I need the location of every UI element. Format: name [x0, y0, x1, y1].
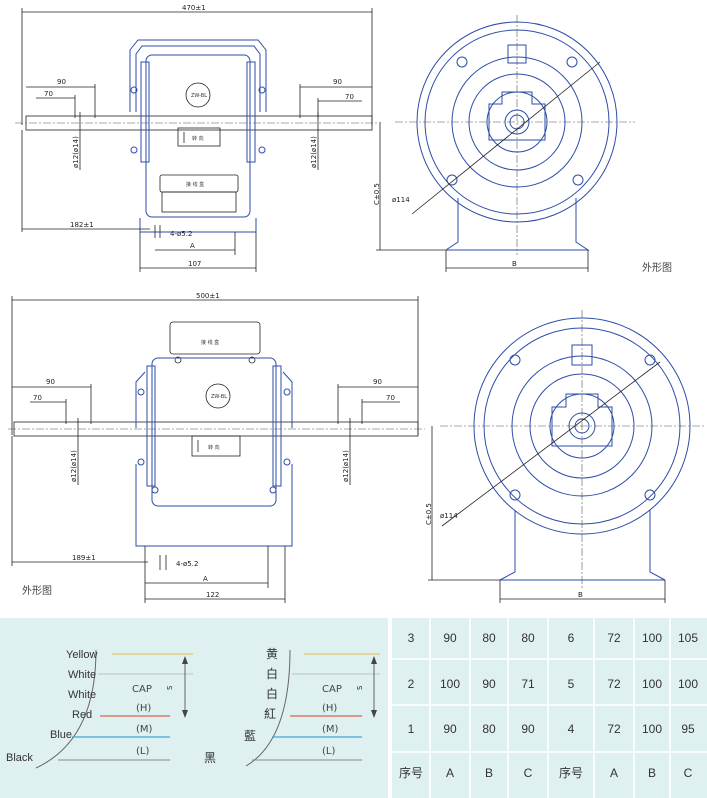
- d2-caption: 外形图: [22, 585, 52, 597]
- table-cell-r2-c0: 1: [408, 722, 415, 736]
- table-cell-r3-c3: C: [524, 766, 533, 780]
- table-cell-r3-c5: A: [610, 766, 618, 780]
- table-cell-r0-c6: 100: [642, 631, 662, 645]
- wiring-diagram-english: Yellow White White Red Blue Black CAP (H…: [6, 649, 193, 769]
- table-cell-r1-c7: 100: [678, 677, 698, 691]
- d2-holes: 4-ø5.2: [176, 560, 198, 568]
- d1-plate-arrow: 转 向: [192, 135, 204, 142]
- d1-dim-a: A: [190, 242, 195, 250]
- table-cell-r1-c6: 100: [642, 677, 662, 691]
- d1-right-70: 70: [345, 93, 354, 101]
- table-cell-r3-c7: C: [684, 766, 693, 780]
- wire-label-en-5: Black: [6, 752, 33, 764]
- d1-holes: 4-ø5.2: [170, 230, 192, 238]
- table-cell-r2-c3: 90: [521, 722, 535, 736]
- s-label-zh: S: [356, 685, 364, 690]
- d2-left-70: 70: [33, 394, 42, 402]
- h-label-en: (H): [136, 703, 151, 714]
- table-cell-r0-c4: 6: [568, 631, 575, 645]
- d1-plate-logo: ZW-BL: [191, 93, 207, 99]
- table-cell-r2-c5: 72: [607, 722, 621, 736]
- d2-side-b: B: [578, 591, 583, 599]
- d1-right-90: 90: [333, 78, 342, 86]
- table-cell-r0-c1: 90: [443, 631, 457, 645]
- d2-left-90: 90: [46, 378, 55, 386]
- table-cell-r3-c4: 序号: [559, 765, 583, 780]
- wire-label-zh-2: 白: [266, 686, 278, 701]
- m-label-en: (M): [136, 724, 153, 735]
- wire-label-en-4: Blue: [50, 729, 72, 741]
- d2-side-c: C±0.5: [425, 503, 433, 525]
- d2-plate-logo: ZW-BL: [211, 394, 227, 400]
- d2-overall-width: 500±1: [196, 292, 220, 300]
- wire-label-zh-1: 白: [266, 666, 278, 681]
- m-label-zh: (M): [322, 724, 339, 735]
- d1-shaft-right: ø12(ø14): [310, 136, 318, 168]
- table-cell-r0-c0: 3: [408, 631, 415, 645]
- wire-label-zh-4: 藍: [244, 729, 256, 743]
- cap-label-zh: CAP: [322, 684, 342, 695]
- d1-overall-width: 470±1: [182, 4, 206, 12]
- wiring-diagram-chinese: 黄 白 白 紅 藍 黑 CAP (H) (M) (L) S: [204, 647, 380, 767]
- table-cell-r0-c7: 105: [678, 631, 698, 645]
- dimension-table: 3 90 80 80 6 72 100 105 2 100 90 71 5 72 100 100 1 90 80 90…: [392, 618, 707, 798]
- table-cell-r0-c3: 80: [521, 631, 535, 645]
- wire-label-en-0: Yellow: [66, 649, 97, 661]
- l-label-zh: (L): [322, 746, 335, 757]
- table-cell-r0-c2: 80: [482, 631, 496, 645]
- d1-offset: 182±1: [70, 221, 94, 229]
- h-label-zh: (H): [322, 703, 337, 714]
- table-cell-r1-c4: 5: [568, 677, 575, 691]
- d2-plate-arrow: 转 向: [208, 444, 220, 451]
- table-cell-r2-c4: 4: [568, 722, 575, 736]
- drawing-2-side-view: ø114 C±0.5 B: [425, 310, 705, 603]
- wire-label-zh-3: 紅: [264, 707, 276, 721]
- drawing-1-front-view: 470±1 90 70 90 70 ø12(ø14) ø12(ø14): [15, 4, 378, 272]
- table-cell-r2-c6: 100: [642, 722, 662, 736]
- wiring-panel-background: [0, 618, 388, 798]
- wire-label-zh-0: 黄: [266, 647, 278, 661]
- cap-label-en: CAP: [132, 684, 152, 695]
- d2-side-diameter: ø114: [440, 512, 458, 520]
- d2-dim-a: A: [203, 575, 208, 583]
- d1-left-70: 70: [44, 90, 53, 98]
- d1-base-width: 107: [188, 260, 201, 268]
- wire-label-en-3: Red: [72, 709, 92, 721]
- d2-offset: 189±1: [72, 554, 96, 562]
- d2-right-90: 90: [373, 378, 382, 386]
- drawing-2-front-view: 500±1 90 70 90 70 ø12(ø14) ø12(ø14) 接 线 …: [8, 292, 425, 603]
- table-cell-r1-c5: 72: [607, 677, 621, 691]
- d1-shaft-left: ø12(ø14): [72, 136, 80, 168]
- table-cell-r1-c0: 2: [408, 677, 415, 691]
- d1-plate-box: 接 线 盒: [186, 181, 204, 188]
- d1-left-90: 90: [57, 78, 66, 86]
- d2-base-width: 122: [206, 591, 219, 599]
- s-label-en: S: [166, 685, 174, 690]
- d1-side-b: B: [512, 260, 517, 268]
- table-cell-r1-c2: 90: [482, 677, 496, 691]
- table-cell-r1-c3: 71: [521, 677, 535, 691]
- table-cell-r3-c0: 序号: [399, 765, 423, 780]
- wire-label-zh-5: 黑: [204, 751, 216, 765]
- wire-label-en-2: White: [68, 689, 96, 701]
- table-cell-r3-c6: B: [648, 766, 656, 780]
- table-cell-r2-c1: 90: [443, 722, 457, 736]
- d2-shaft-left: ø12(ø14): [70, 450, 78, 482]
- l-label-en: (L): [136, 746, 149, 757]
- table-cell-r2-c2: 80: [482, 722, 496, 736]
- table-cell-r3-c1: A: [446, 766, 454, 780]
- d1-caption: 外形图: [642, 262, 672, 274]
- drawing-1-side-view: ø114 C±0.5 B 外形图: [373, 15, 672, 274]
- d2-right-70: 70: [386, 394, 395, 402]
- d2-plate-box: 接 线 盒: [201, 339, 219, 346]
- table-cell-r2-c7: 95: [681, 722, 695, 736]
- d1-side-diameter: ø114: [392, 196, 410, 204]
- table-cell-r3-c2: B: [485, 766, 493, 780]
- table-cell-r0-c5: 72: [607, 631, 621, 645]
- d1-side-c: C±0.5: [373, 183, 381, 205]
- table-cell-r1-c1: 100: [440, 677, 460, 691]
- d2-shaft-right: ø12(ø14): [342, 450, 350, 482]
- wire-label-en-1: White: [68, 669, 96, 681]
